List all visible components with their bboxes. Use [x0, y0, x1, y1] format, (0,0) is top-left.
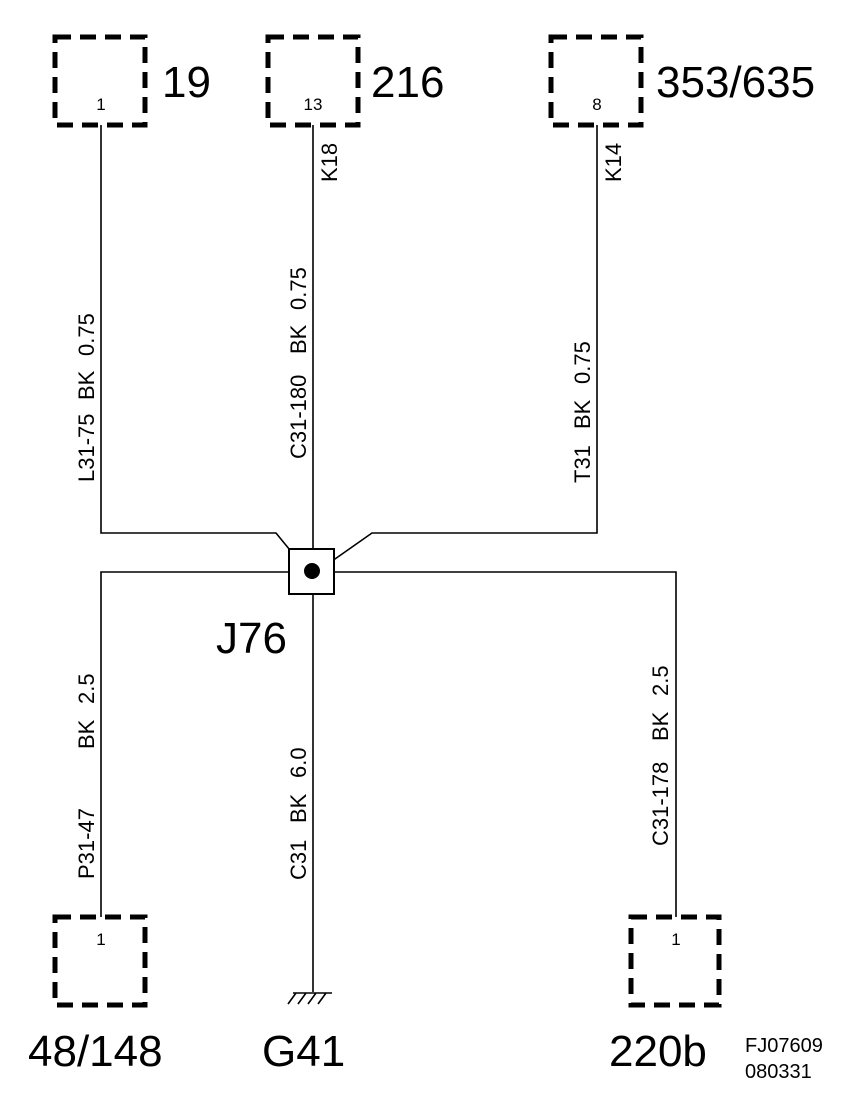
wire-19-size: 0.75: [74, 313, 99, 356]
figure-date: 080331: [745, 1061, 812, 1083]
ground-label: G41: [262, 1027, 345, 1076]
ground-icon: [287, 992, 332, 1005]
wire-19-circuit: L31-75: [74, 413, 99, 482]
connector-216-label: 216: [371, 58, 444, 107]
connector-220b-label: 220b: [609, 1027, 707, 1076]
connector-220b: 1 220b: [609, 914, 722, 1076]
wire-220b-color: BK: [648, 711, 673, 741]
terminal-k14: K14: [601, 143, 626, 182]
wire-48-148-label: P31-47 BK 2.5: [74, 673, 99, 879]
wire-216-circuit: C31-180: [286, 375, 311, 459]
wire-g41-circuit: C31: [286, 840, 311, 880]
wire-353-635: [324, 125, 598, 567]
wire-19: [100, 125, 304, 567]
wire-g41-color: BK: [286, 793, 311, 823]
connector-19: 1 19: [52, 34, 211, 128]
connector-353-635-pin: 8: [592, 95, 601, 114]
wire-216-label: C31-180 BK 0.75: [286, 267, 311, 459]
connector-216: 13 216: [265, 34, 444, 128]
connector-48-148-label: 48/148: [28, 1027, 163, 1076]
wire-19-label: L31-75 BK 0.75: [74, 313, 99, 482]
connector-220b-pin: 1: [671, 930, 680, 949]
wire-216-size: 0.75: [286, 267, 311, 310]
wire-353-635-label: T31 BK 0.75: [570, 341, 595, 483]
terminal-k18: K18: [317, 143, 342, 182]
wire-48-148-circuit: P31-47: [74, 808, 99, 879]
figure-code: FJ07609: [745, 1035, 823, 1057]
wire-220b-circuit: C31-178: [648, 762, 673, 846]
wire-220b-size: 2.5: [648, 665, 673, 696]
wire-220b-label: C31-178 BK 2.5: [648, 665, 673, 846]
connector-216-pin: 13: [304, 95, 323, 114]
splice-label: J76: [216, 614, 287, 663]
wire-g41-label: C31 BK 6.0: [286, 747, 311, 880]
wire-48-148-size: 2.5: [74, 673, 99, 704]
wire-353-635-size: 0.75: [570, 341, 595, 384]
ground-g41: G41: [262, 992, 345, 1076]
connector-19-label: 19: [162, 58, 211, 107]
connector-353-635: 8 353/635: [548, 34, 815, 128]
wire-220b: [335, 571, 677, 917]
wire-353-635-color: BK: [570, 399, 595, 429]
wire-48-148-color: BK: [74, 719, 99, 749]
wire-216-color: BK: [286, 324, 311, 354]
wire-48-148: [100, 571, 289, 917]
connector-19-pin: 1: [96, 95, 105, 114]
connector-48-148-pin: 1: [96, 930, 105, 949]
connector-353-635-label: 353/635: [656, 58, 815, 107]
wire-353-635-circuit: T31: [570, 445, 595, 483]
wire-g41-size: 6.0: [286, 747, 311, 778]
connector-48-148: 1 48/148: [28, 914, 163, 1076]
splice-j76: J76: [216, 548, 335, 663]
wire-19-color: BK: [74, 370, 99, 400]
